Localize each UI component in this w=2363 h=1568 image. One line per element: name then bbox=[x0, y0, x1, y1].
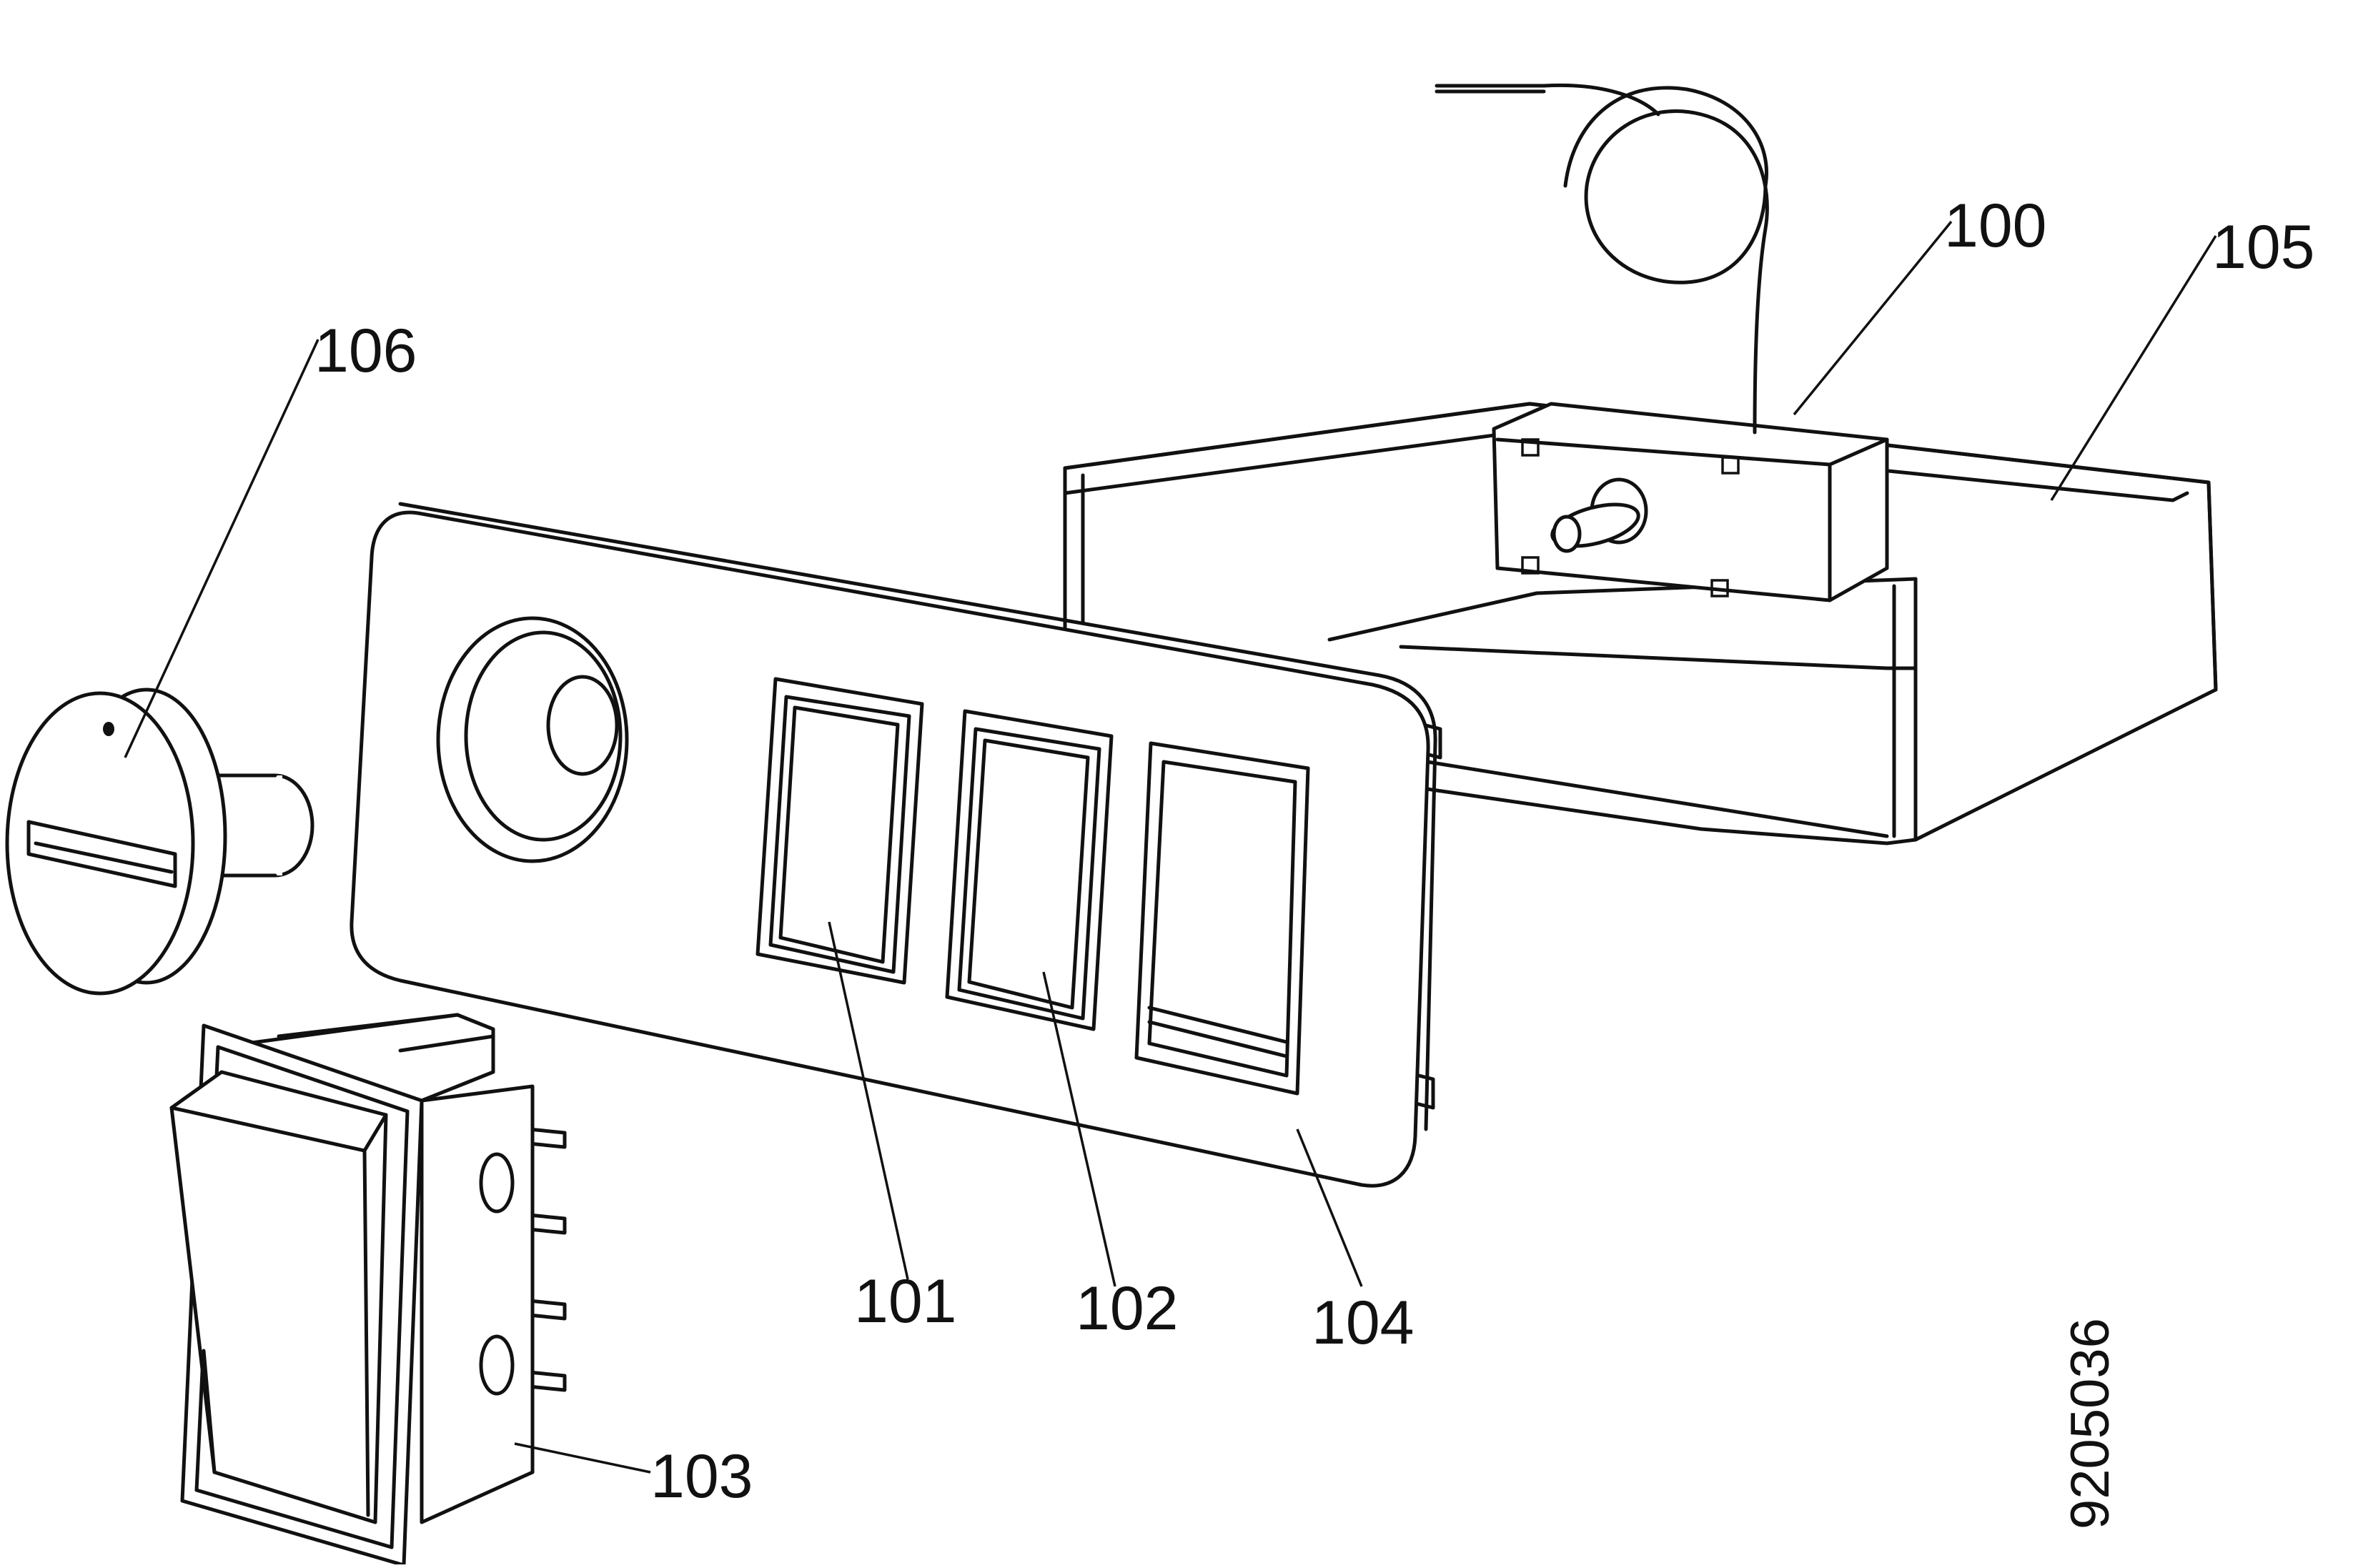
front-panel-104 bbox=[350, 502, 1442, 1188]
document-code: 9205036 bbox=[2060, 1318, 2121, 1529]
label-106: 106 bbox=[314, 317, 417, 385]
label-105: 105 bbox=[2212, 213, 2315, 282]
thermostat-100 bbox=[1435, 83, 1889, 602]
label-101: 101 bbox=[854, 1267, 957, 1336]
reference-labels: 106 100 105 101 102 104 103 bbox=[314, 192, 2315, 1511]
label-100: 100 bbox=[1944, 192, 2047, 260]
label-104: 104 bbox=[1312, 1289, 1415, 1357]
label-102: 102 bbox=[1076, 1274, 1179, 1343]
rocker-switch-103 bbox=[169, 1013, 567, 1567]
label-103: 103 bbox=[650, 1442, 753, 1511]
leader-lines bbox=[124, 220, 2217, 1474]
knob-106 bbox=[5, 688, 314, 996]
